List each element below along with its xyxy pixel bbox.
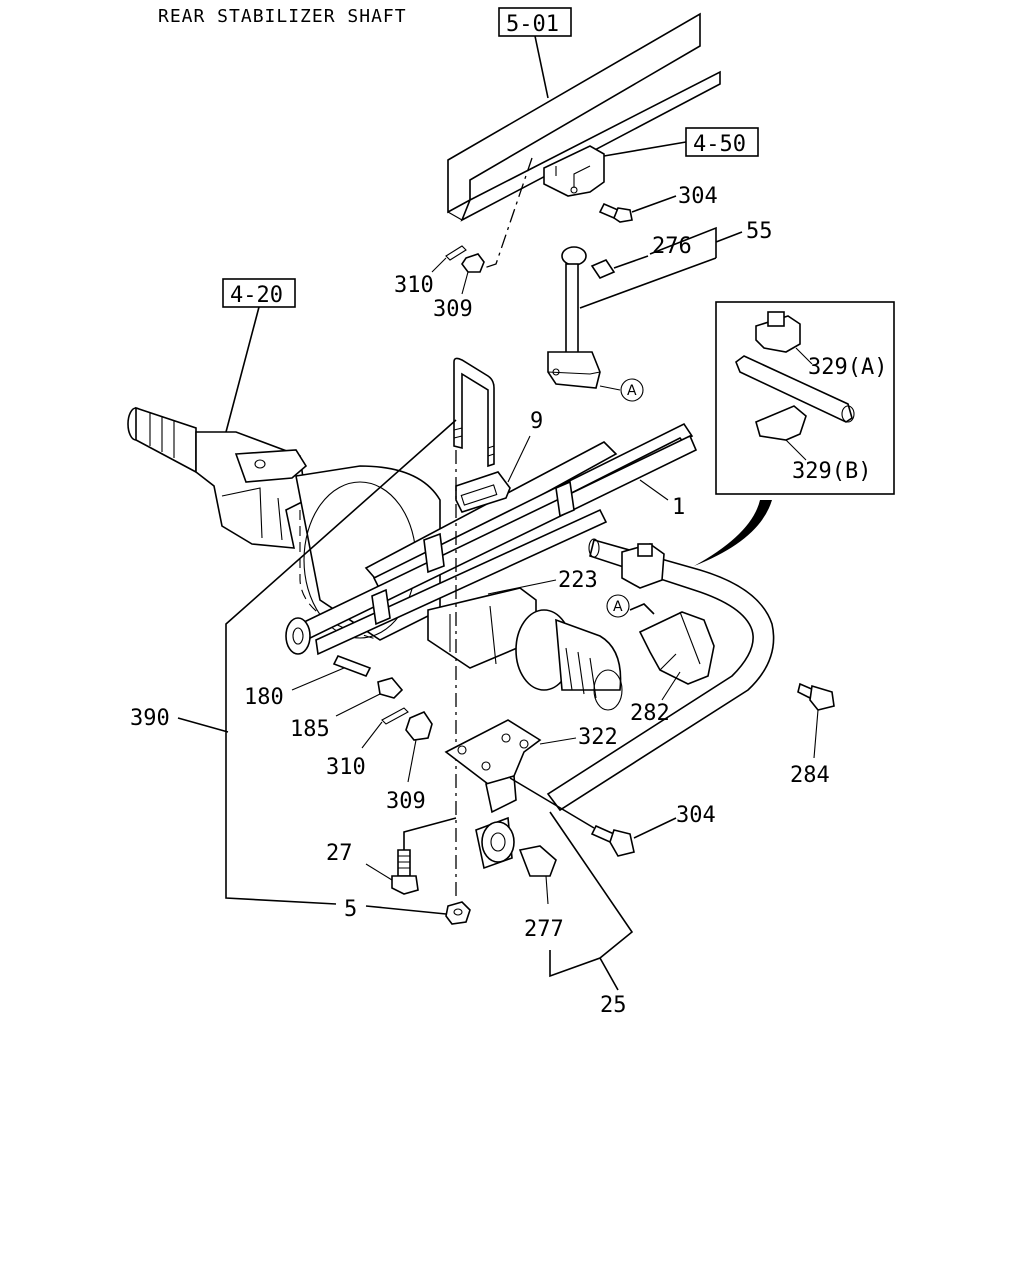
detail-marker-a-top: A <box>620 378 644 402</box>
detail-arrow <box>694 500 772 566</box>
clamp-282 <box>638 611 715 685</box>
detail-marker-a-bottom: A <box>606 594 630 618</box>
label-5: 5 <box>344 897 357 922</box>
label-284: 284 <box>790 763 830 788</box>
bolt-304-top <box>598 202 633 223</box>
label-310-bottom: 310 <box>326 755 366 780</box>
label-309-bottom: 309 <box>386 789 426 814</box>
ref-box-bracket[interactable]: 4-50 <box>685 127 759 157</box>
bracket-55 <box>579 226 743 309</box>
label-390: 390 <box>130 706 170 731</box>
label-282: 282 <box>630 701 670 726</box>
svg-text:A: A <box>627 383 637 399</box>
label-309-top: 309 <box>433 297 473 322</box>
label-180: 180 <box>244 685 284 710</box>
ref-frame-text: 5-01 <box>506 12 559 37</box>
u-bolt-390 <box>453 357 495 468</box>
bushing-276 <box>590 259 616 279</box>
label-329b: 329(B) <box>792 459 871 484</box>
leaf-spring <box>285 422 698 656</box>
label-322: 322 <box>578 725 618 750</box>
label-1: 1 <box>672 495 685 520</box>
spring-seat-223 <box>427 587 623 711</box>
leader-bracket <box>603 141 687 157</box>
ref-bracket-text: 4-50 <box>693 132 746 157</box>
svg-text:A: A <box>613 599 623 615</box>
ref-box-frame[interactable]: 5-01 <box>498 7 572 37</box>
bracket-390 <box>177 419 457 905</box>
bracket-25 <box>549 811 634 991</box>
frame-bracket <box>543 145 605 197</box>
ref-box-axle[interactable]: 4-20 <box>222 278 296 308</box>
cotter-pin-310-top <box>445 245 467 261</box>
label-329a: 329(A) <box>808 355 887 380</box>
stabilizer-shaft <box>546 538 775 812</box>
leader-axle <box>225 306 260 433</box>
guide-304-bottom <box>509 777 595 829</box>
ref-axle-text: 4-20 <box>230 283 283 308</box>
cotter-pin-310-bottom <box>381 707 409 725</box>
bolt-304-bottom <box>590 824 635 857</box>
label-276: 276 <box>652 234 692 259</box>
label-277: 277 <box>524 917 564 942</box>
bolt-284 <box>797 682 835 711</box>
diagram-title: REAR STABILIZER SHAFT <box>158 6 407 27</box>
link-end-25 <box>475 816 557 877</box>
guide-27 <box>403 817 457 850</box>
nut-309-bottom <box>405 711 433 741</box>
bolt-185 <box>377 677 404 699</box>
pin-180 <box>332 654 372 678</box>
label-310-top: 310 <box>394 273 434 298</box>
label-25: 25 <box>600 993 627 1018</box>
label-27: 27 <box>326 841 353 866</box>
stabilizer-link-rod <box>547 246 601 389</box>
detail-box <box>715 301 895 495</box>
leader-frame <box>534 35 549 99</box>
label-223: 223 <box>558 568 598 593</box>
bracket-plate-322 <box>444 719 542 814</box>
leader-a-bottom <box>629 603 655 615</box>
label-304-top: 304 <box>678 184 718 209</box>
label-55: 55 <box>746 219 773 244</box>
nut-309-top <box>461 253 485 273</box>
bolt-27 <box>391 849 419 895</box>
label-185: 185 <box>290 717 330 742</box>
nut-5 <box>445 901 471 925</box>
label-9: 9 <box>530 409 543 434</box>
label-304-bottom: 304 <box>676 803 716 828</box>
guide-line-top <box>477 157 533 271</box>
